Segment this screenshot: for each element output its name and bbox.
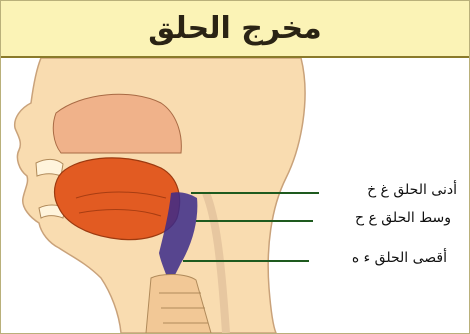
label-upper-throat: أدنى الحلق غ خ (367, 182, 457, 198)
title-bar: مخرج الحلق (1, 1, 469, 58)
label-middle-throat: وسط الحلق ع ح (355, 210, 451, 226)
upper-teeth (36, 159, 63, 176)
label-lower-throat: أقصى الحلق ء ه (352, 250, 447, 266)
diagram-title: مخرج الحلق (148, 11, 321, 46)
throat-diagram: أدنى الحلق غ خ وسط الحلق ع ح أقصى الحلق … (1, 58, 469, 333)
